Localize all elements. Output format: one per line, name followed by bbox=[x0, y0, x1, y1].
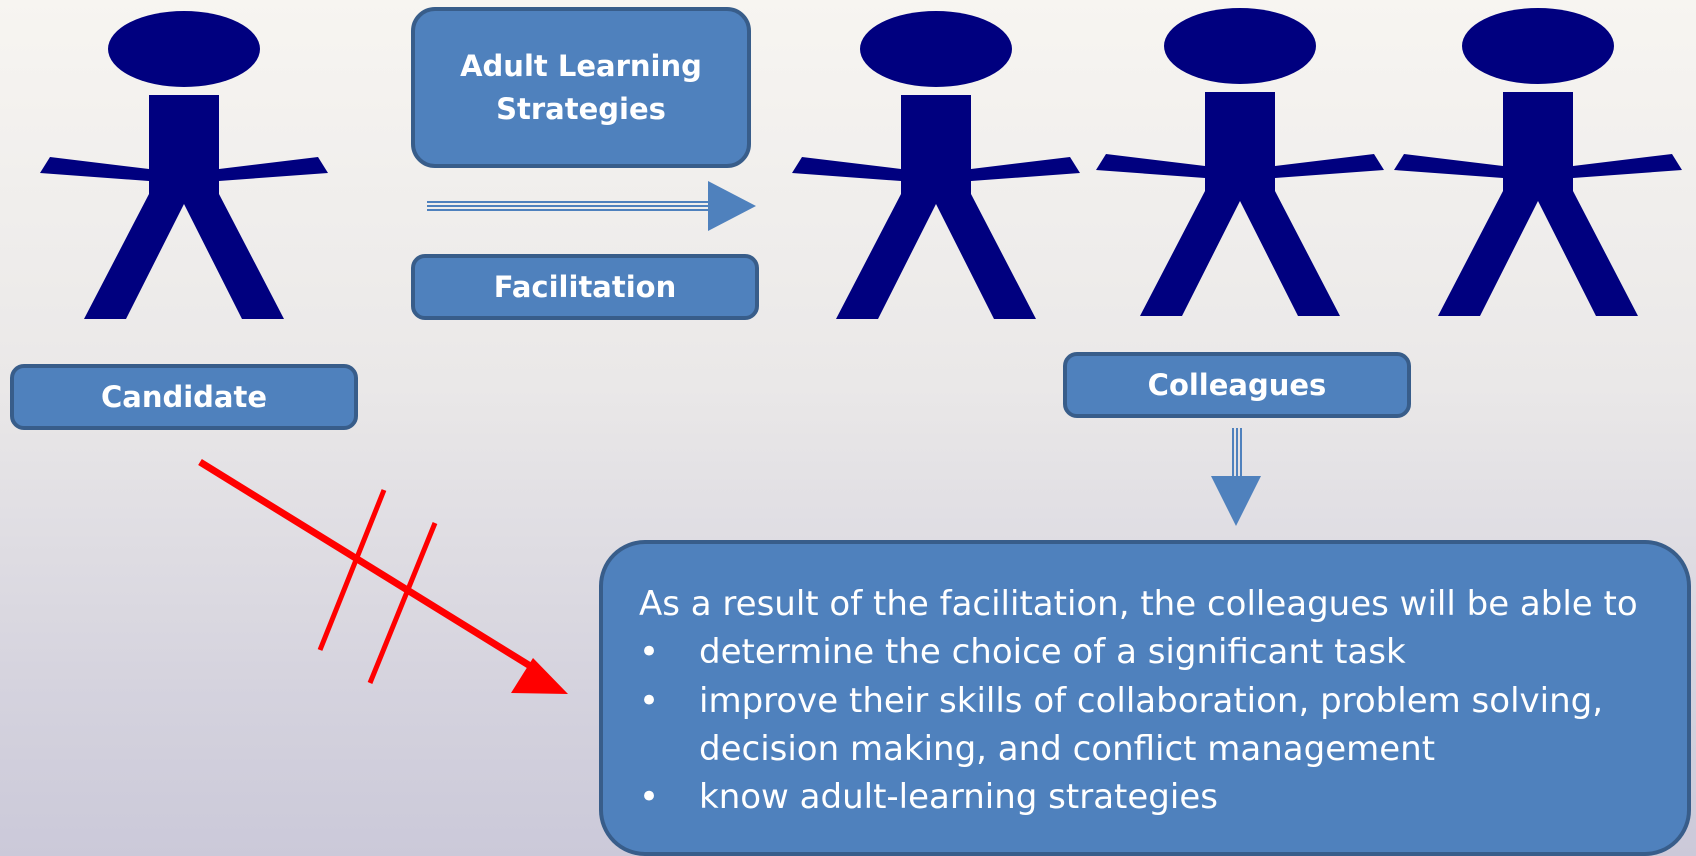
colleague-figure-2 bbox=[1096, 8, 1384, 316]
facilitation-arrow bbox=[427, 181, 756, 231]
colleagues-label: Colleagues bbox=[1147, 367, 1327, 402]
colleagues-to-outcome-arrow bbox=[1211, 428, 1261, 526]
blocked-arrow bbox=[198, 459, 568, 694]
outcome-item-text: improve their skills of collaboration, p… bbox=[699, 680, 1604, 769]
outcome-item-text: determine the choice of a significant ta… bbox=[699, 632, 1406, 673]
outcome-item: • improve their skills of collaboration,… bbox=[639, 677, 1687, 774]
bullet: • bbox=[639, 680, 660, 721]
colleagues-box: Colleagues bbox=[1063, 352, 1411, 418]
colleague-figure-1 bbox=[792, 11, 1080, 319]
outcome-item-text: know adult-learning strategies bbox=[699, 777, 1218, 818]
bullet: • bbox=[639, 632, 660, 673]
outcome-box: As a result of the facilitation, the col… bbox=[599, 540, 1691, 856]
facilitation-box: Facilitation bbox=[411, 254, 759, 320]
block-slash-1 bbox=[317, 489, 387, 651]
adult-learning-strategies-label: Adult Learning Strategies bbox=[460, 49, 702, 126]
adult-learning-strategies-box: Adult Learning Strategies bbox=[411, 7, 751, 168]
bullet: • bbox=[639, 777, 660, 818]
outcome-list: • determine the choice of a significant … bbox=[639, 628, 1687, 821]
facilitation-label: Facilitation bbox=[493, 269, 677, 304]
candidate-box: Candidate bbox=[10, 364, 358, 430]
outcome-intro: As a result of the facilitation, the col… bbox=[639, 584, 1638, 624]
outcome-item: • determine the choice of a significant … bbox=[639, 628, 1687, 676]
candidate-figure bbox=[40, 11, 328, 319]
colleague-figure-3 bbox=[1394, 8, 1682, 316]
outcome-item: • know adult-learning strategies bbox=[639, 773, 1687, 821]
block-slash-2 bbox=[367, 522, 438, 684]
candidate-label: Candidate bbox=[100, 379, 268, 414]
